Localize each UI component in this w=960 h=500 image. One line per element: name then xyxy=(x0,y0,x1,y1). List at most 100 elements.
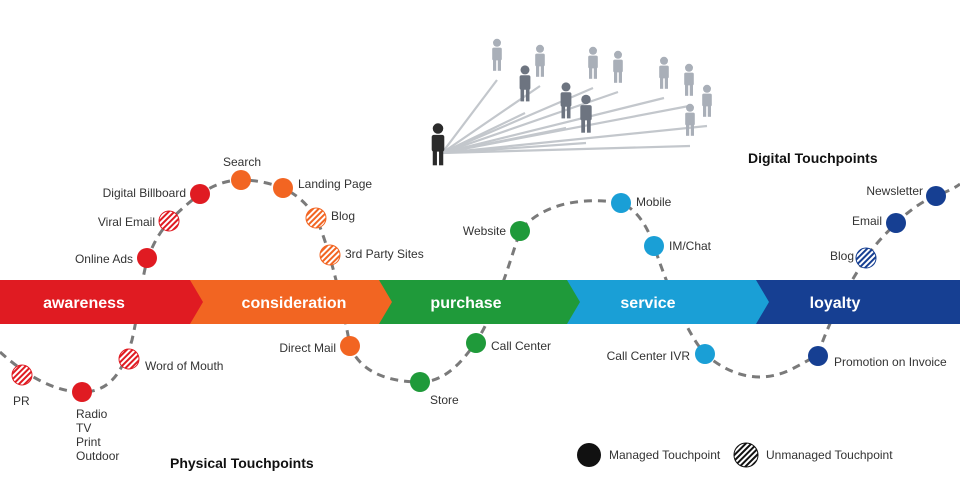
touchpoint-label: Viral Email xyxy=(98,215,155,229)
touchpoint-label-line: Blog xyxy=(331,209,355,223)
managed-touchpoint-dot xyxy=(926,186,946,206)
touchpoint-label-line: Call Center IVR xyxy=(607,349,691,363)
touchpoint-label-line: Print xyxy=(76,435,101,449)
managed-touchpoint-dot xyxy=(137,248,157,268)
network-lines xyxy=(441,79,708,155)
person-icon xyxy=(519,65,531,102)
digital-touchpoints-heading: Digital Touchpoints xyxy=(748,150,878,166)
person-icon xyxy=(613,50,623,83)
touchpoint-label-line: TV xyxy=(76,421,91,435)
managed-touchpoint-dot xyxy=(72,382,92,402)
person-icon xyxy=(535,44,545,77)
touchpoint-label-line: Online Ads xyxy=(75,252,133,266)
touchpoint-label-line: Radio xyxy=(76,407,108,421)
touchpoint-label-line: Blog xyxy=(830,249,854,263)
person-icon xyxy=(580,94,592,133)
touchpoint-label: Website xyxy=(463,224,506,238)
stage-label-loyalty: loyalty xyxy=(810,295,861,312)
touchpoint-label: Mobile xyxy=(636,195,672,209)
network-line xyxy=(441,96,665,155)
touchpoint-label: Email xyxy=(852,214,882,228)
touchpoint-label: Digital Billboard xyxy=(103,186,186,200)
managed-touchpoint-dot xyxy=(808,346,828,366)
touchpoint: Word of Mouth xyxy=(118,348,223,373)
touchpoint-label: Blog xyxy=(830,249,854,263)
touchpoint: Blog xyxy=(305,207,355,229)
stage-arrow-awareness xyxy=(0,280,205,324)
touchpoint: PR xyxy=(11,364,33,408)
touchpoint: Store xyxy=(410,372,459,407)
touchpoint: IM/Chat xyxy=(644,236,712,256)
unmanaged-touchpoint-dot xyxy=(855,247,877,269)
managed-touchpoint-dot xyxy=(886,213,906,233)
touchpoint: Landing Page xyxy=(273,177,372,198)
touchpoint-label-line: Store xyxy=(430,393,459,407)
stage-label-service: service xyxy=(620,295,675,312)
touchpoint-label: IM/Chat xyxy=(669,239,712,253)
touchpoint-label-line: IM/Chat xyxy=(669,239,712,253)
touchpoint-label-line: Website xyxy=(463,224,506,238)
hatched-circle-icon xyxy=(733,442,759,468)
legend-managed-label: Managed Touchpoint xyxy=(609,448,721,462)
person-icon xyxy=(685,103,695,136)
touchpoint-label-line: Mobile xyxy=(636,195,672,209)
network-line xyxy=(441,104,690,155)
touchpoint: Direct Mail xyxy=(279,336,360,356)
unmanaged-touchpoint-dot xyxy=(158,210,180,232)
touchpoint-label: PR xyxy=(13,394,30,408)
touchpoint-label-line: Landing Page xyxy=(298,177,372,191)
managed-touchpoint-dot xyxy=(340,336,360,356)
person-icon xyxy=(659,56,669,89)
stage-band: awareness consideration purchase service… xyxy=(0,280,960,324)
touchpoint-label-line: Viral Email xyxy=(98,215,155,229)
person-icon xyxy=(588,46,598,79)
managed-touchpoint-dot xyxy=(644,236,664,256)
touchpoint-label: Word of Mouth xyxy=(145,359,223,373)
touchpoint-label-line: Outdoor xyxy=(76,449,119,463)
touchpoint-label: Blog xyxy=(331,209,355,223)
touchpoint-label: Landing Page xyxy=(298,177,372,191)
touchpoint-label: Newsletter xyxy=(866,184,923,198)
touchpoint-label: Call Center IVR xyxy=(607,349,691,363)
social-network xyxy=(431,38,712,166)
touchpoint-label: Call Center xyxy=(491,339,551,353)
unmanaged-touchpoint-dot xyxy=(319,244,341,266)
managed-touchpoint-dot xyxy=(231,170,251,190)
managed-touchpoint-dot xyxy=(466,333,486,353)
touchpoint: 3rd Party Sites xyxy=(319,244,424,266)
touchpoint-label: 3rd Party Sites xyxy=(345,247,424,261)
legend: Managed Touchpoint Unmanaged Touchpoint xyxy=(577,442,893,468)
stage-label-awareness: awareness xyxy=(43,295,125,312)
person-icon xyxy=(560,82,572,119)
touchpoint: Blog xyxy=(830,247,877,269)
network-line xyxy=(441,79,498,154)
stage-label-consideration: consideration xyxy=(242,295,347,312)
managed-touchpoint-dot xyxy=(273,178,293,198)
touchpoint-label-line: Call Center xyxy=(491,339,551,353)
touchpoint: Promotion on Invoice xyxy=(808,346,947,369)
touchpoint-label-line: Newsletter xyxy=(866,184,923,198)
managed-touchpoint-dot xyxy=(190,184,210,204)
managed-touchpoint-dot xyxy=(695,344,715,364)
touchpoint-label: Search xyxy=(223,155,261,169)
person-icon xyxy=(492,38,502,71)
unmanaged-touchpoint-dot xyxy=(305,207,327,229)
stage-arrow-service xyxy=(567,280,771,324)
filled-circle-icon xyxy=(577,443,601,467)
touchpoint: Newsletter xyxy=(866,184,946,206)
managed-touchpoint-dot xyxy=(410,372,430,392)
stage-arrow-purchase xyxy=(379,280,582,324)
touchpoint: Digital Billboard xyxy=(103,184,210,204)
stage-arrow-loyalty xyxy=(756,280,960,324)
touchpoint-label-line: Direct Mail xyxy=(279,341,336,355)
managed-touchpoint-dot xyxy=(510,221,530,241)
touchpoint-label-line: Email xyxy=(852,214,882,228)
person-icon xyxy=(702,84,712,117)
unmanaged-touchpoint-dot xyxy=(118,348,140,370)
touchpoint-label: Store xyxy=(430,393,459,407)
